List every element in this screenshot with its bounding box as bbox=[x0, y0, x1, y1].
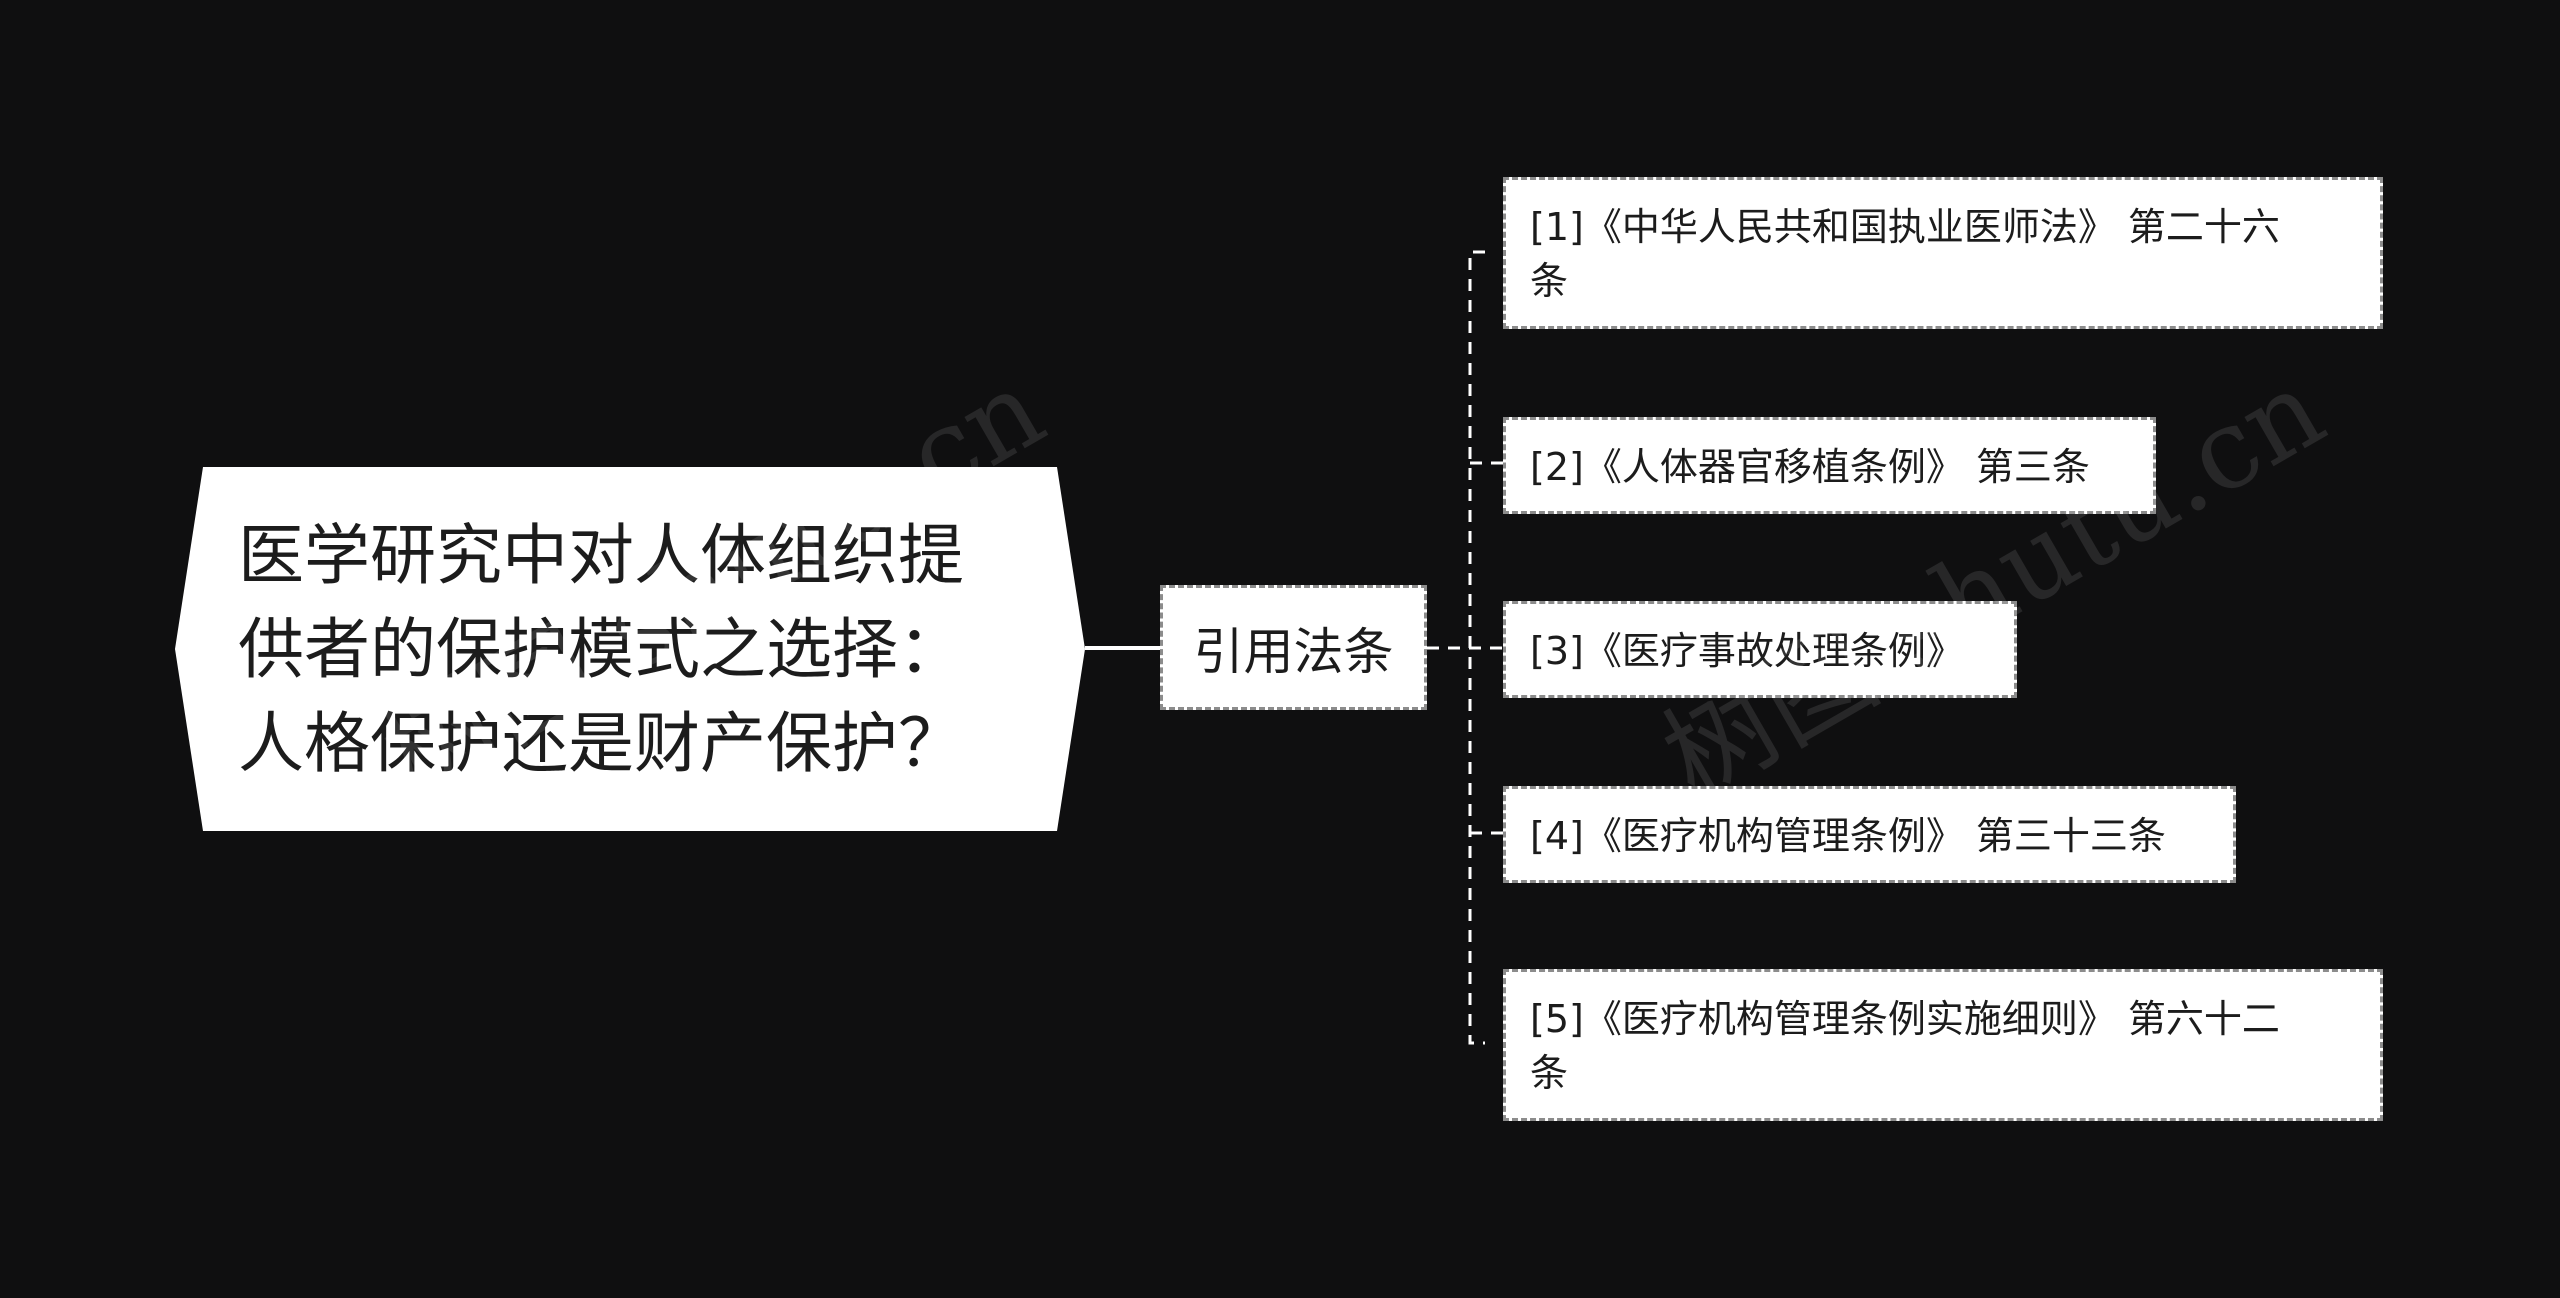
leaf-node-label: [2]《人体器官移植条例》 第三条 bbox=[1530, 445, 2090, 489]
leaf-node-4[interactable]: [4]《医疗机构管理条例》 第三十三条 bbox=[1503, 786, 2236, 883]
branch-node-label: 引用法条 bbox=[1193, 622, 1394, 681]
leaf-node-label: [4]《医疗机构管理条例》 第三十三条 bbox=[1530, 814, 2166, 858]
leaf-node-2[interactable]: [2]《人体器官移植条例》 第三条 bbox=[1503, 417, 2156, 514]
leaf-node-5[interactable]: [5]《医疗机构管理条例实施细则》 第六十二 条 bbox=[1503, 969, 2383, 1121]
root-node-label: 医学研究中对人体组织提 供者的保护模式之选择： 人格保护还是财产保护？ bbox=[238, 517, 964, 782]
leaf-node-3[interactable]: [3]《医疗事故处理条例》 bbox=[1503, 601, 2017, 698]
root-node-shape bbox=[175, 467, 1085, 831]
root-node[interactable]: 医学研究中对人体组织提 供者的保护模式之选择： 人格保护还是财产保护？ bbox=[175, 467, 1085, 831]
leaf-node-label: [3]《医疗事故处理条例》 bbox=[1530, 629, 1964, 673]
spine-connector bbox=[1468, 250, 1485, 1045]
branch-node-citations[interactable]: 引用法条 bbox=[1160, 585, 1427, 710]
leaf-node-1[interactable]: [1]《中华人民共和国执业医师法》 第二十六 条 bbox=[1503, 177, 2383, 329]
leaf-node-label: [5]《医疗机构管理条例实施细则》 第六十二 条 bbox=[1530, 997, 2280, 1095]
leaf-node-label: [1]《中华人民共和国执业医师法》 第二十六 条 bbox=[1530, 205, 2280, 303]
